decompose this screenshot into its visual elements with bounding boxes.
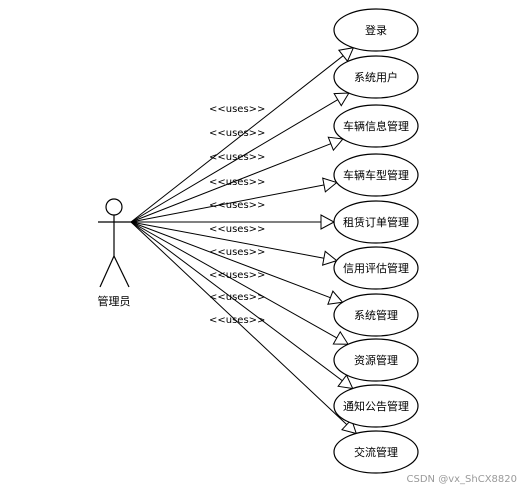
use-case-ellipse: [333, 338, 419, 382]
use-case: 车辆车型管理: [333, 153, 419, 197]
arrowhead-icon: [337, 47, 355, 63]
association-line: [130, 221, 349, 345]
arrowhead-icon: [321, 250, 338, 266]
use-case-label: 通知公告管理: [343, 399, 409, 413]
use-case-label: 登录: [365, 23, 387, 37]
use-case-ellipse: [333, 293, 419, 337]
use-case: 信用评估管理: [333, 246, 419, 290]
association-line: [130, 221, 357, 434]
association-line: [130, 221, 343, 303]
uses-label: <<uses>>: [209, 247, 265, 258]
actor-left-leg: [99, 255, 115, 288]
actor-label: 管理员: [98, 294, 131, 308]
use-case-ellipse: [333, 200, 419, 244]
association-line: [130, 221, 337, 262]
use-case: 系统用户: [333, 55, 419, 99]
arrowhead-icon: [327, 290, 344, 305]
association-lines: [130, 47, 358, 435]
use-case: 车辆信息管理: [333, 104, 419, 148]
use-case-ellipse: [333, 104, 419, 148]
association-line: [130, 92, 350, 223]
use-case-label: 交流管理: [354, 445, 398, 459]
use-case-label: 资源管理: [354, 353, 398, 367]
arrowhead-icon: [322, 177, 338, 193]
use-case-label: 系统管理: [354, 308, 398, 322]
uses-label: <<uses>>: [209, 177, 265, 188]
uses-labels: <<uses>> <<uses>> <<uses>> <<uses>> <<uses>>…: [209, 104, 265, 326]
use-case: 交流管理: [333, 430, 419, 474]
association-line: [130, 138, 344, 223]
arrowhead-icon: [332, 330, 350, 345]
arrowhead-icon: [333, 92, 350, 107]
use-case-ellipse: [333, 55, 419, 99]
arrowhead-icon: [337, 374, 354, 390]
use-case-ellipse: [333, 8, 419, 52]
arrowhead-icon: [327, 136, 344, 152]
use-case-label: 车辆车型管理: [343, 168, 409, 182]
use-case: 登录: [333, 8, 419, 52]
use-case: 通知公告管理: [333, 384, 419, 428]
uses-label: <<uses>>: [209, 270, 265, 281]
association-line: [130, 47, 354, 223]
use-cases: 登录系统用户车辆信息管理车辆车型管理租赁订单管理信用评估管理系统管理资源管理通知…: [333, 8, 419, 474]
use-case-label: 系统用户: [354, 70, 398, 84]
association-line: [130, 221, 354, 389]
use-case-label: 租赁订单管理: [343, 215, 409, 229]
uses-label: <<uses>>: [209, 315, 265, 326]
actor: 管理员: [98, 198, 131, 308]
use-case-label: 信用评估管理: [343, 261, 409, 275]
actor-right-leg: [113, 255, 130, 288]
use-case-ellipse: [333, 430, 419, 474]
uses-label: <<uses>>: [209, 224, 265, 235]
arrowhead-icon: [320, 214, 336, 230]
use-case-label: 车辆信息管理: [343, 119, 409, 133]
association-line: [130, 182, 337, 223]
use-case: 资源管理: [333, 338, 419, 382]
watermark: CSDN @vx_ShCX8820: [406, 474, 518, 485]
use-case-ellipse: [333, 384, 419, 428]
use-case-ellipse: [333, 246, 419, 290]
uses-label: <<uses>>: [209, 104, 265, 115]
actor-head: [105, 198, 123, 216]
use-case: 租赁订单管理: [333, 200, 419, 244]
uses-label: <<uses>>: [209, 200, 265, 211]
uses-label: <<uses>>: [209, 128, 265, 139]
uses-label: <<uses>>: [209, 292, 265, 303]
use-case-ellipse: [333, 153, 419, 197]
uses-label: <<uses>>: [209, 152, 265, 163]
use-case: 系统管理: [333, 293, 419, 337]
